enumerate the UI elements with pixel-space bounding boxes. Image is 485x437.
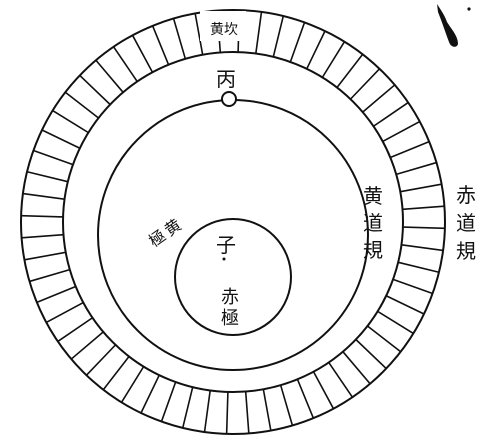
degree-tick: [140, 374, 160, 414]
degree-tick: [24, 251, 66, 261]
degree-tick: [366, 325, 402, 353]
degree-tick: [131, 34, 154, 73]
degree-tick: [85, 344, 117, 376]
label-ecliptic-circle-2: 道: [363, 211, 383, 235]
degree-tick: [225, 391, 229, 434]
label-zi: 子: [216, 233, 236, 257]
degree-tick: [194, 13, 204, 55]
degree-tick: [342, 351, 371, 385]
degree-tick: [29, 268, 71, 283]
ink-stroke-mark: [437, 4, 458, 47]
degree-tick: [362, 84, 396, 113]
label-equator-circle-2: 道: [456, 211, 476, 235]
label-equator-pole-1: 赤: [221, 287, 239, 308]
degree-tick: [395, 161, 437, 176]
degree-tick: [33, 149, 74, 166]
label-ecliptic-pole: 黄 極: [145, 215, 185, 251]
degree-tick: [306, 30, 326, 70]
degree-tick: [160, 381, 177, 422]
degree-tick: [181, 386, 194, 429]
degree-tick: [377, 310, 414, 335]
label-equator-circle-1: 赤: [456, 183, 476, 207]
top-label-backing: [200, 11, 246, 41]
degree-tick: [392, 278, 433, 295]
degree-tick: [52, 109, 89, 134]
degree-tick: [355, 338, 387, 370]
degree-tick: [36, 285, 76, 304]
degree-tick: [70, 331, 104, 360]
label-ecliptic-circle-1: 黄: [363, 184, 383, 208]
degree-tick: [349, 68, 381, 100]
degree-tick: [203, 390, 211, 433]
degree-tick: [21, 214, 64, 218]
degree-tick: [26, 170, 69, 183]
bing-point-marker: [221, 91, 237, 107]
degree-tick: [41, 129, 81, 149]
label-equator-pole-2: 極: [221, 308, 239, 329]
degree-tick: [296, 379, 315, 419]
degree-tick: [262, 389, 272, 431]
degree-tick: [79, 74, 111, 106]
label-ecliptic-circle-3: 規: [363, 238, 383, 262]
label-huangkan: 黄坎: [210, 21, 238, 38]
equator-outer-circle: [20, 9, 446, 435]
degree-tick: [312, 371, 335, 410]
degree-tick: [385, 295, 425, 315]
degree-tick: [401, 244, 444, 252]
degree-tick: [244, 391, 250, 434]
label-equator-circle-3: 規: [456, 239, 476, 263]
degree-tick: [172, 18, 187, 60]
pole-circle: [174, 218, 292, 336]
degree-tick: [402, 205, 445, 211]
degree-tick: [400, 183, 442, 193]
degree-tick: [102, 355, 130, 391]
degree-tick: [151, 25, 170, 65]
ink-dot: [467, 7, 471, 11]
degree-tick: [120, 366, 145, 403]
degree-tick: [328, 362, 354, 398]
degree-tick: [95, 59, 124, 93]
degree-tick: [64, 91, 100, 119]
label-bing: 丙: [216, 67, 236, 91]
degree-tick: [112, 46, 138, 82]
zi-dot: [222, 257, 226, 261]
degree-tick: [390, 140, 430, 159]
degree-tick: [373, 101, 409, 127]
degree-tick: [279, 384, 294, 426]
degree-tick: [402, 226, 445, 230]
degree-tick: [382, 120, 421, 143]
degree-tick: [255, 11, 263, 54]
degree-tick: [45, 301, 84, 324]
degree-tick: [397, 261, 440, 274]
equator-inner-circle: [62, 51, 404, 393]
equator-degree-ticks: [21, 10, 445, 434]
degree-tick: [22, 192, 65, 200]
degree-tick: [336, 53, 364, 89]
degree-tick: [57, 317, 93, 343]
degree-tick: [321, 41, 346, 78]
degree-tick: [21, 233, 64, 239]
degree-tick: [272, 15, 285, 58]
degree-tick: [289, 22, 306, 63]
